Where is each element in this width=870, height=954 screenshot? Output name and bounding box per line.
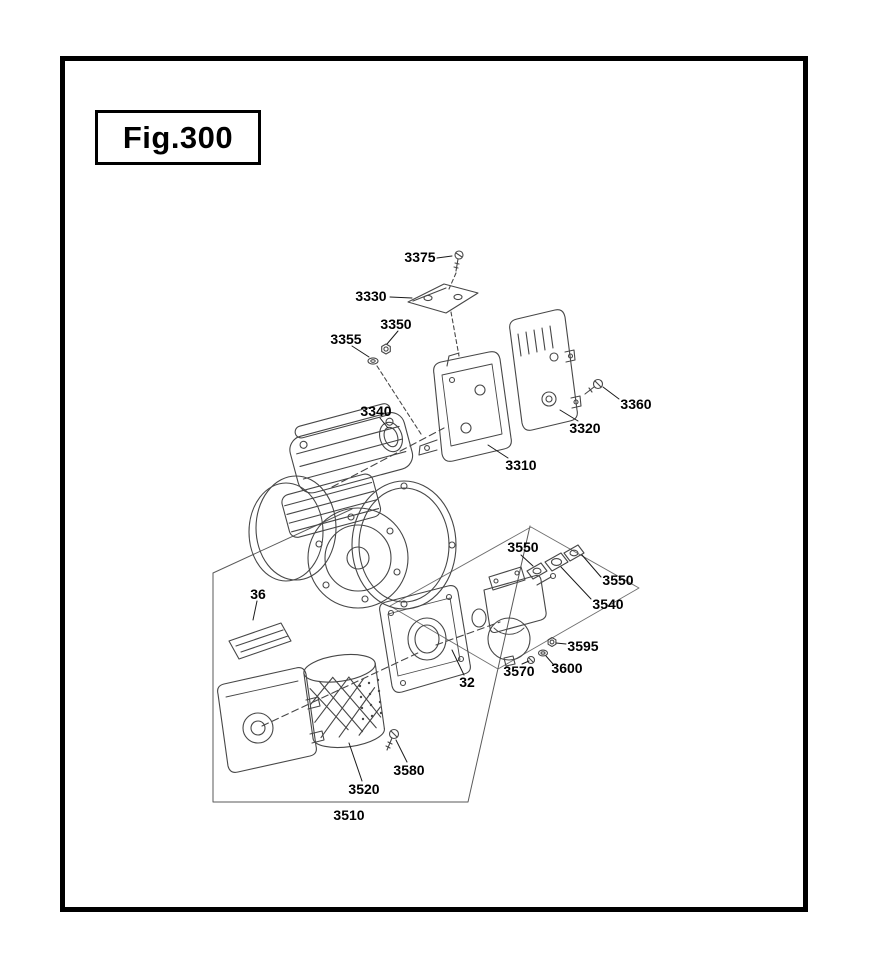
part-label-36: 36 <box>250 586 266 602</box>
part-label-3510: 3510 <box>333 807 365 823</box>
part-label-3320: 3320 <box>569 420 601 436</box>
muffler-group-drawing <box>331 250 604 488</box>
carburetor-group-drawing <box>471 544 585 667</box>
part-label-3310: 3310 <box>505 457 537 473</box>
part-label-32: 32 <box>459 674 475 690</box>
group-boundary-3510 <box>212 508 531 803</box>
core-perforations <box>358 678 383 721</box>
figure-number-box: Fig.300 <box>95 110 261 165</box>
diagram-border-frame <box>60 56 808 912</box>
part-label-3600: 3600 <box>551 660 583 676</box>
part-label-3550-right: 3550 <box>602 572 634 588</box>
part-label-3520: 3520 <box>348 781 380 797</box>
leader-lines <box>252 255 620 782</box>
part-label-3580: 3580 <box>393 762 425 778</box>
part-label-3550-upper: 3550 <box>507 539 539 555</box>
air-cleaner-group-drawing <box>217 585 501 773</box>
part-label-3350: 3350 <box>380 316 412 332</box>
figure-number-label: Fig.300 <box>122 119 234 155</box>
part-label-3540: 3540 <box>592 596 624 612</box>
part-label-3595: 3595 <box>567 638 599 654</box>
part-label-3360: 3360 <box>620 396 652 412</box>
part-label-3375: 3375 <box>404 249 436 265</box>
group-boundary-carburetor <box>389 526 640 670</box>
part-label-3570: 3570 <box>503 663 535 679</box>
part-label-3355: 3355 <box>330 331 362 347</box>
engine-drawing <box>248 403 457 610</box>
part-label-3340: 3340 <box>360 403 392 419</box>
part-label-3330: 3330 <box>355 288 387 304</box>
